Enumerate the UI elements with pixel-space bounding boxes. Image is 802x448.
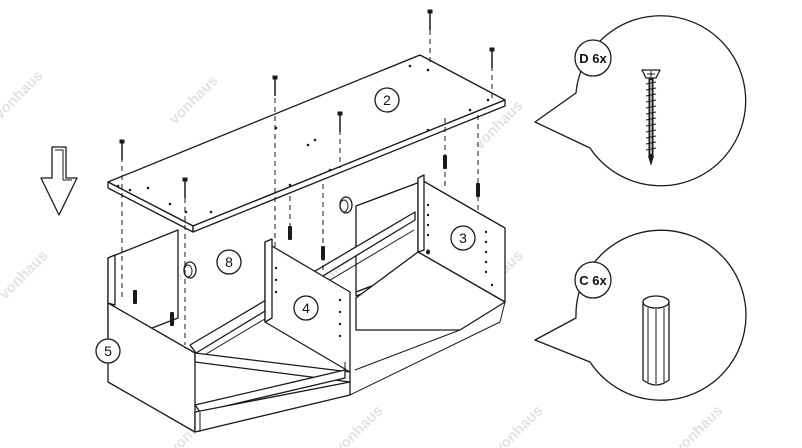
screw-icon	[182, 177, 188, 198]
watermark: vonhaus	[0, 247, 51, 303]
watermark: vonhaus	[0, 67, 46, 123]
screw-icon	[272, 75, 278, 96]
part-label-top: 2	[383, 92, 391, 108]
dowel-icon	[133, 290, 137, 304]
watermark: vonhaus	[491, 402, 547, 448]
screw-icon	[641, 69, 661, 166]
watermark: vonhaus	[331, 402, 387, 448]
dowel-icon	[642, 295, 670, 386]
dowel-icon	[476, 183, 480, 197]
screw-icon	[427, 9, 433, 30]
part-labels: 2 3 4 5 8	[95, 87, 476, 364]
watermark: vonhaus	[671, 402, 727, 448]
cabinet-body	[107, 174, 506, 433]
dowel-callout: C 6x	[534, 229, 747, 401]
screw-icon	[337, 111, 343, 132]
assembly-guides	[121, 12, 493, 345]
dowel-icon	[288, 226, 292, 240]
dowels	[133, 155, 480, 326]
dowel-icon	[443, 155, 447, 169]
part-label-divider: 4	[302, 300, 310, 316]
shelf-holes	[274, 203, 494, 338]
part-label-right-side: 3	[459, 230, 467, 246]
screw-icon	[489, 47, 495, 68]
top-panel-holes	[116, 64, 490, 214]
screw-callout-label: D 6x	[579, 51, 607, 66]
part-label-back: 8	[225, 254, 233, 270]
screws	[119, 9, 495, 198]
dowel-icon	[170, 312, 174, 326]
watermark: vonhaus	[166, 72, 222, 128]
top-panel	[107, 54, 506, 233]
part-label-front: 5	[104, 343, 112, 359]
dowel-callout-label: C 6x	[579, 273, 607, 288]
dowel-icon	[321, 246, 325, 260]
down-arrow-icon	[40, 146, 78, 216]
screw-callout: D 6x	[534, 15, 747, 187]
screw-icon	[119, 139, 125, 160]
